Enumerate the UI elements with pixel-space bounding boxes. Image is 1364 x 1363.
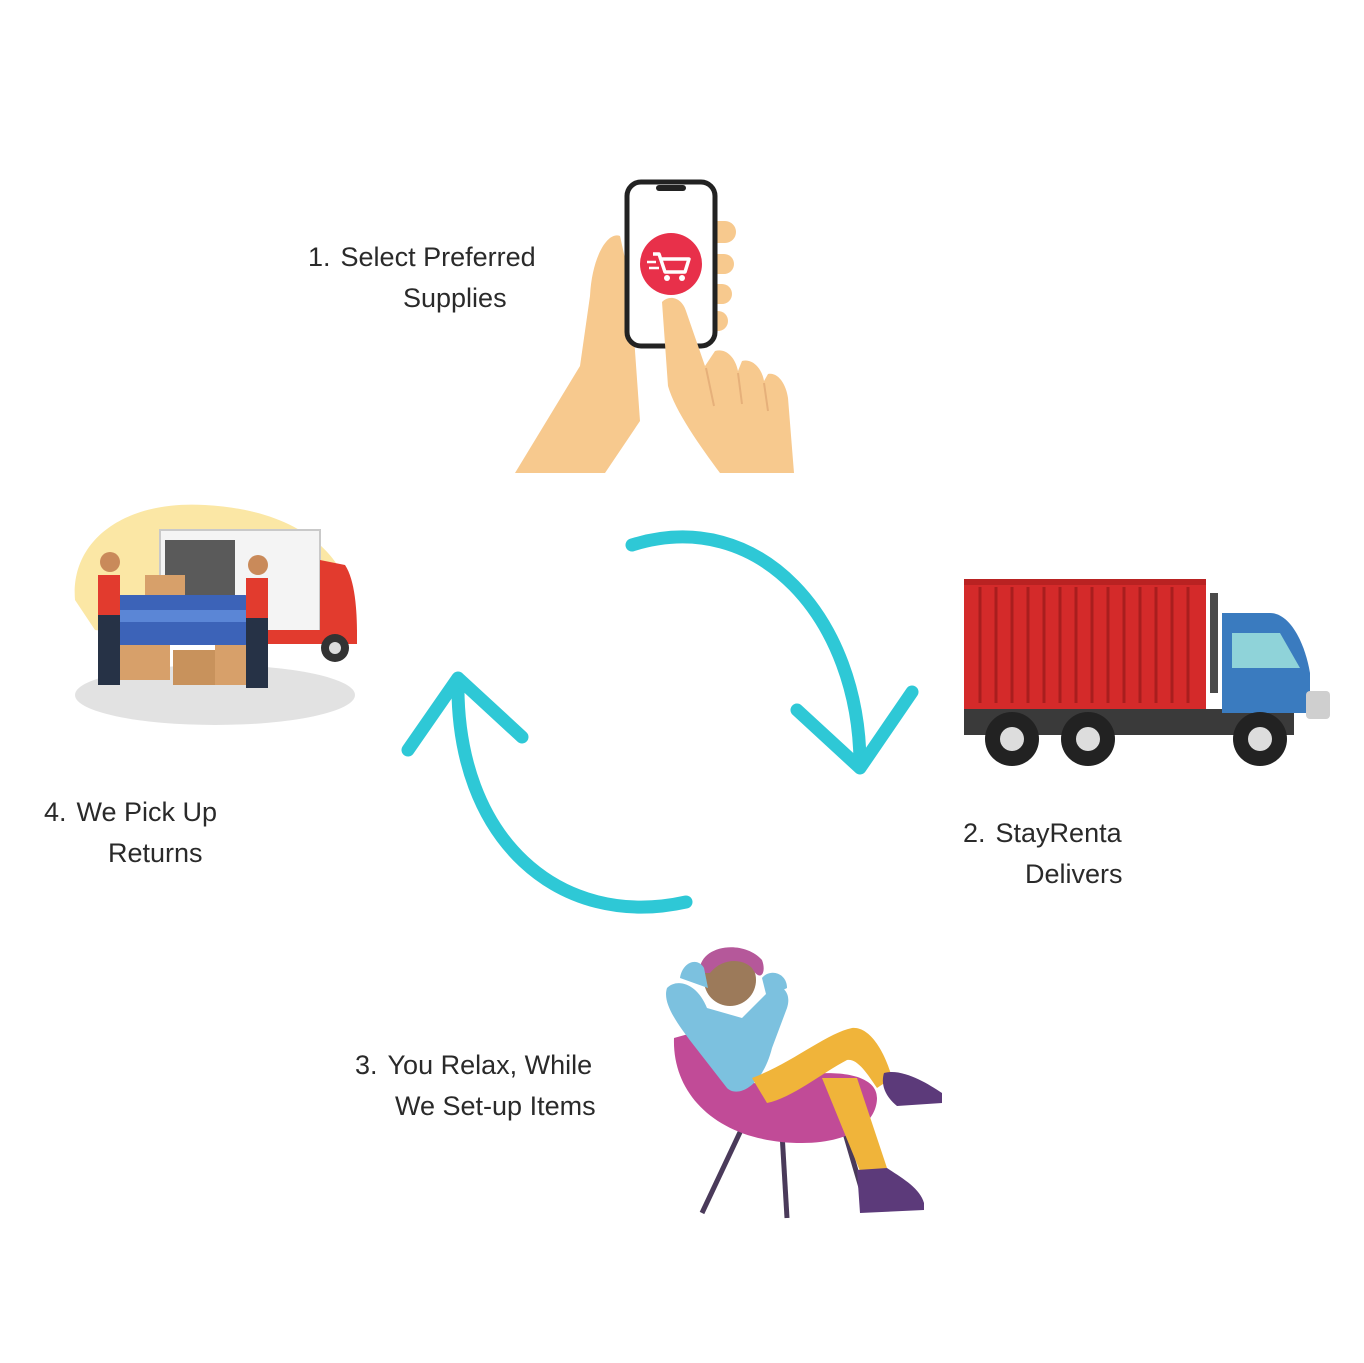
step-3-label: 3. You Relax, While We Set-up Items	[355, 1045, 596, 1127]
mover-left	[98, 552, 120, 685]
step-4-line2: Returns	[108, 838, 203, 868]
step-2-line2: Delivers	[1025, 859, 1123, 889]
movers-van-icon	[74, 504, 357, 725]
step-4-line1: We Pick Up	[76, 797, 218, 827]
step-2-label: 2. StayRenta Delivers	[963, 813, 1123, 895]
hand-phone-cart-icon	[515, 179, 794, 473]
step-3-number: 3.	[355, 1050, 378, 1080]
step-1-number: 1.	[308, 242, 331, 272]
relaxing-person-icon	[666, 947, 942, 1219]
step-2-number: 2.	[963, 818, 986, 848]
step-3-line1: You Relax, While	[387, 1050, 593, 1080]
step-1-line2: Supplies	[403, 283, 507, 313]
step-4-number: 4.	[44, 797, 67, 827]
truck-wheels	[985, 712, 1287, 766]
step-2-line1: StayRenta	[995, 818, 1122, 848]
delivery-truck-icon	[964, 579, 1330, 766]
step-1-label: 1. Select Preferred Supplies	[308, 237, 536, 319]
mover-right	[246, 555, 268, 688]
step-4-label: 4. We Pick Up Returns	[44, 792, 217, 874]
step-3-line2: We Set-up Items	[395, 1091, 596, 1121]
step-1-line1: Select Preferred	[340, 242, 536, 272]
